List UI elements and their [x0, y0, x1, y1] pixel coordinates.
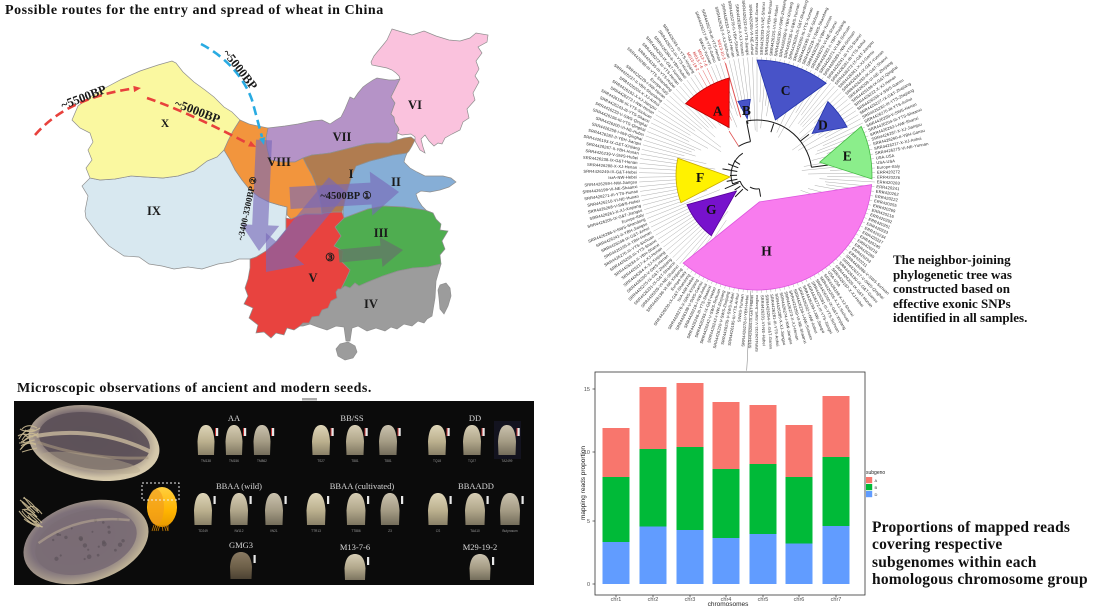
svg-text:SRR4426281-III-YTS-Anhui: SRR4426281-III-YTS-Anhui [769, 294, 780, 347]
svg-text:TTR13: TTR13 [311, 529, 321, 533]
svg-text:A: A [713, 103, 723, 118]
svg-text:SRR4426278-II-YBH-Hebei: SRR4426278-II-YBH-Hebei [740, 294, 749, 346]
svg-text:TM862: TM862 [257, 459, 267, 463]
svg-text:B: B [742, 103, 751, 118]
svg-text:BBAA (wild): BBAA (wild) [216, 481, 262, 491]
svg-text:ERR420283: ERR420283 [877, 179, 901, 185]
svg-text:M013-10-3: M013-10-3 [716, 39, 727, 61]
svg-text:SWAS-Yunnan: SWAS-Yunnan [736, 294, 744, 323]
svg-text:USA-USA: USA-USA [876, 158, 895, 165]
svg-text:SRR4426193-VI-NE-Gansu: SRR4426193-VI-NE-Gansu [754, 3, 759, 55]
svg-text:SRR4426199-VI-NE-Shaanxi: SRR4426199-VI-NE-Shaanxi [582, 184, 638, 194]
svg-text:IX: IX [147, 204, 161, 218]
svg-text:SRR4426215-VI-NE-Hubei: SRR4426215-VI-NE-Hubei [768, 5, 779, 56]
svg-text:ERR420262: ERR420262 [876, 189, 900, 197]
svg-text:V: V [308, 271, 317, 285]
svg-text:TQ18: TQ18 [433, 459, 441, 463]
svg-text:SRR4426205-VI-NE-Anhui: SRR4426205-VI-NE-Anhui [748, 4, 755, 55]
svg-text:SRR4426201-II-YBH-Sichuan: SRR4426201-II-YBH-Sichuan [764, 0, 774, 56]
svg-text:ERR420241: ERR420241 [876, 184, 900, 191]
svg-text:X: X [161, 118, 170, 130]
svg-text:USA-USA: USA-USA [875, 153, 895, 161]
svg-text:M13-7-6: M13-7-6 [340, 542, 370, 552]
svg-text:II: II [391, 175, 401, 189]
svg-text:IW112: IW112 [235, 529, 244, 533]
svg-text:CS: CS [436, 529, 440, 533]
svg-text:G: G [706, 202, 717, 217]
svg-text:SRR4426238-IX-G&T-Henan: SRR4426238-IX-G&T-Henan [583, 155, 638, 165]
svg-text:VI: VI [408, 98, 422, 112]
svg-text:SRR4426232-V-SWS-Jiangsu: SRR4426232-V-SWS-Jiangsu [754, 295, 759, 352]
svg-text:IW21: IW21 [270, 529, 278, 533]
svg-text:subgenome: subgenome [866, 470, 885, 476]
svg-text:~5000BP: ~5000BP [220, 47, 260, 93]
svg-text:I: I [349, 167, 354, 181]
svg-text:SRR4426260-X-XJ-Yunnan: SRR4426260-X-XJ-Yunnan [734, 4, 745, 56]
svg-text:H: H [761, 243, 772, 258]
svg-text:BB/SS: BB/SS [340, 413, 363, 423]
svg-text:GMG3: GMG3 [229, 540, 253, 550]
svg-text:~4500BP ①: ~4500BP ① [320, 190, 372, 202]
svg-text:TM156: TM156 [229, 459, 239, 463]
svg-text:SRR4426249-IX-G&T-Hebei: SRR4426249-IX-G&T-Hebei [583, 169, 637, 175]
svg-text:ERR420222: ERR420222 [875, 194, 899, 203]
svg-text:SRR4426288-X-XJ-Henan: SRR4426288-X-XJ-Henan [587, 162, 637, 170]
svg-text:Butyrosum: Butyrosum [502, 529, 518, 533]
svg-text:TA2499: TA2499 [502, 459, 513, 463]
svg-text:TM138: TM138 [201, 459, 211, 463]
svg-text:B: B [875, 485, 878, 490]
svg-text:③: ③ [325, 252, 335, 264]
svg-text:mapping reads proportion: mapping reads proportion [580, 446, 587, 520]
svg-text:TS27: TS27 [317, 459, 325, 463]
svg-text:chr7: chr7 [831, 597, 842, 603]
svg-text:AA: AA [228, 413, 241, 423]
svg-text:ERR420272: ERR420272 [877, 169, 901, 174]
svg-text:chromosomes: chromosomes [708, 601, 750, 607]
svg-text:III: III [374, 226, 389, 240]
svg-text:IsrA-NW-Hebei: IsrA-NW-Hebei [608, 174, 637, 180]
svg-text:M29-19-2: M29-19-2 [463, 542, 497, 552]
svg-text:ERR420269: ERR420269 [872, 203, 896, 214]
svg-text:ERR420226: ERR420226 [877, 174, 901, 179]
svg-text:Europe-Italy: Europe-Italy [877, 163, 901, 169]
svg-text:SRR4426201-VI-NE-Hubei: SRR4426201-VI-NE-Hubei [760, 295, 767, 346]
svg-text:D: D [818, 117, 828, 132]
svg-text:chr5: chr5 [758, 597, 769, 603]
svg-text:ERR420216: ERR420216 [871, 207, 895, 219]
svg-text:chr6: chr6 [794, 597, 805, 603]
svg-text:SRR4426203-VI-NE-Shanxi: SRR4426203-VI-NE-Shanxi [759, 2, 766, 55]
svg-text:C: C [781, 83, 791, 98]
svg-text:Z3: Z3 [388, 529, 392, 533]
svg-text:TD249: TD249 [198, 529, 208, 533]
svg-text:0: 0 [587, 582, 590, 588]
svg-text:SRR4426232-III-YTS-Jiangxi: SRR4426232-III-YTS-Jiangxi [741, 0, 750, 56]
svg-text:ERR420255: ERR420255 [874, 198, 898, 208]
svg-text:chr3: chr3 [685, 597, 696, 603]
svg-text:SRR4426284-IX-G&T-Hubei: SRR4426284-IX-G&T-Hubei [747, 295, 754, 349]
svg-text:D: D [875, 492, 878, 497]
svg-text:DD: DD [469, 413, 481, 423]
svg-text:15: 15 [584, 387, 590, 393]
svg-text:TQ27: TQ27 [468, 459, 476, 463]
svg-text:VII: VII [333, 130, 352, 144]
svg-text:TT886: TT886 [351, 529, 360, 533]
svg-text:TAA10: TAA10 [470, 529, 480, 533]
svg-text:10: 10 [584, 450, 590, 456]
svg-text:chr1: chr1 [611, 597, 622, 603]
svg-text:SRR4426254-IX-G&T-Gansu: SRR4426254-IX-G&T-Gansu [764, 294, 773, 349]
svg-text:SRR4426259-I-NW-Jiangsu: SRR4426259-I-NW-Jiangsu [584, 179, 637, 187]
svg-text:BBAA (cultivated): BBAA (cultivated) [330, 481, 395, 491]
svg-text:BBAADD: BBAADD [458, 481, 494, 491]
svg-text:E: E [843, 148, 852, 163]
svg-text:IV: IV [364, 297, 378, 311]
svg-text:5: 5 [587, 519, 590, 525]
svg-text:chr2: chr2 [648, 597, 659, 603]
svg-text:F: F [696, 170, 704, 185]
svg-text:VIII: VIII [267, 155, 291, 169]
svg-text:A: A [875, 478, 878, 483]
svg-text:chr4: chr4 [721, 597, 732, 603]
svg-text:T881: T881 [384, 459, 391, 463]
svg-text:T881: T881 [351, 459, 358, 463]
